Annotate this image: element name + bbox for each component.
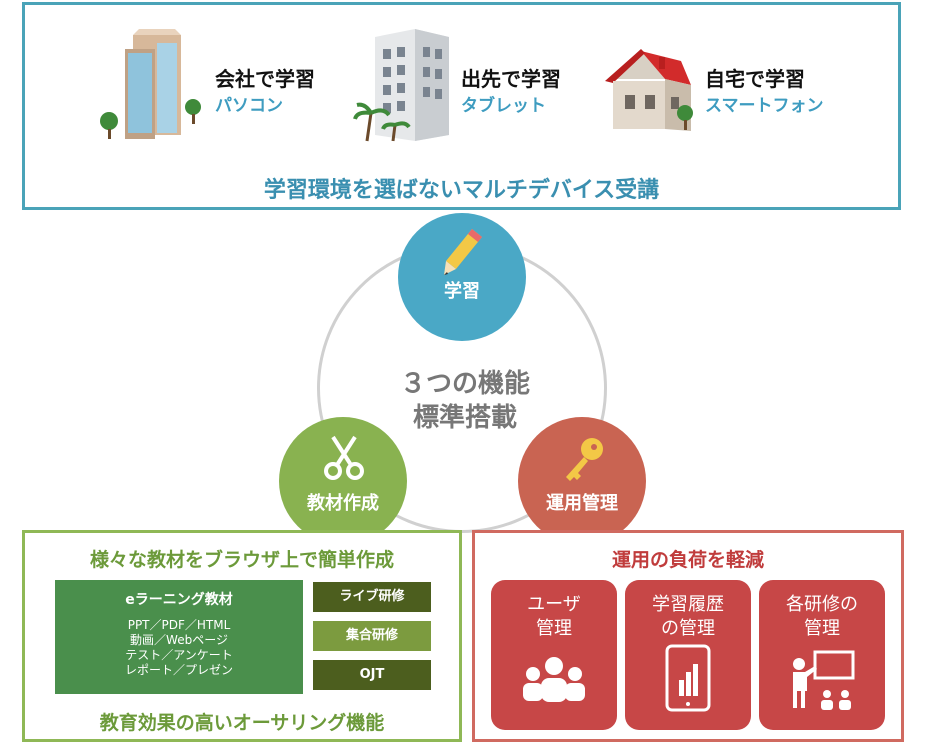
users-icon: [523, 657, 585, 702]
elearning-item: PPT／PDF／HTML: [127, 618, 231, 632]
user-management-card: ユーザ 管理: [491, 580, 617, 730]
environment-caption: 学習環境を選ばないマルチデバイス受講: [263, 178, 660, 203]
materials-node: 教材作成: [279, 417, 407, 545]
hotel-building-icon: [353, 29, 449, 142]
learning-node-label: 学習: [444, 281, 480, 302]
card-label-line1: ユーザ: [527, 594, 581, 615]
card-label-line1: 学習履歴: [652, 594, 724, 615]
operations-panel-title: 運用の負荷を軽減: [611, 549, 764, 571]
learning-node: 学習: [398, 213, 526, 341]
house-icon: [605, 49, 693, 131]
presentation-icon: [793, 650, 855, 710]
office-building-icon: [100, 29, 201, 139]
tablet-chart-icon: [665, 644, 711, 712]
elearning-item: テスト／アンケート: [125, 648, 233, 662]
elearning-title: eラーニング教材: [125, 592, 233, 608]
elearning-box: eラーニング教材 PPT／PDF／HTML 動画／Webページ テスト／アンケー…: [55, 580, 303, 694]
center-label: ３つの機能 標準搭載: [370, 367, 560, 435]
card-label-line2: 管理: [536, 618, 572, 639]
operations-panel: 運用の負荷を軽減 ユーザ 管理 学習履歴 の管理 各研修の 管理: [472, 530, 904, 742]
home-place: 自宅で学習 スマートフォン: [605, 39, 824, 143]
pencil-icon: [444, 229, 482, 275]
environment-title: 会社で学習: [215, 67, 315, 91]
materials-panel-caption: 教育効果の高いオーサリング機能: [99, 712, 385, 734]
learning-environment-panel: 会社で学習 パソコン 出先で学習 タブレット: [22, 2, 901, 210]
ojt-label: OJT: [313, 660, 431, 690]
environment-title: 出先で学習: [461, 67, 561, 91]
operations-node: 運用管理: [518, 417, 646, 545]
environment-subtitle: パソコン: [215, 96, 283, 116]
training-management-card: 各研修の 管理: [759, 580, 885, 730]
group-training-label: 集合研修: [313, 621, 431, 651]
live-training-label: ライブ研修: [313, 582, 431, 612]
card-label-line2: の管理: [661, 618, 715, 639]
card-label-line1: 各研修の: [786, 594, 858, 615]
materials-panel: 様々な教材をブラウザ上で簡単作成 eラーニング教材 PPT／PDF／HTML 動…: [22, 530, 462, 742]
environment-subtitle: スマートフォン: [705, 96, 824, 116]
elearning-item: レポート／プレゼン: [124, 663, 233, 677]
card-label-line2: 管理: [804, 618, 840, 639]
center-label-line2: 標準搭載: [412, 403, 517, 433]
scissors-icon: [324, 435, 364, 480]
environment-subtitle: タブレット: [461, 96, 546, 116]
center-label-line1: ３つの機能: [399, 369, 530, 399]
learning-history-card: 学習履歴 の管理: [625, 580, 751, 730]
office-place: 会社で学習 パソコン: [95, 25, 315, 149]
key-icon: [566, 438, 603, 481]
materials-panel-title: 様々な教材をブラウザ上で簡単作成: [89, 549, 394, 571]
environment-title: 自宅で学習: [705, 67, 805, 91]
remote-place: 出先で学習 タブレット: [353, 23, 561, 147]
elearning-item: 動画／Webページ: [130, 633, 228, 647]
materials-node-label: 教材作成: [307, 493, 379, 514]
operations-node-label: 運用管理: [546, 493, 618, 514]
